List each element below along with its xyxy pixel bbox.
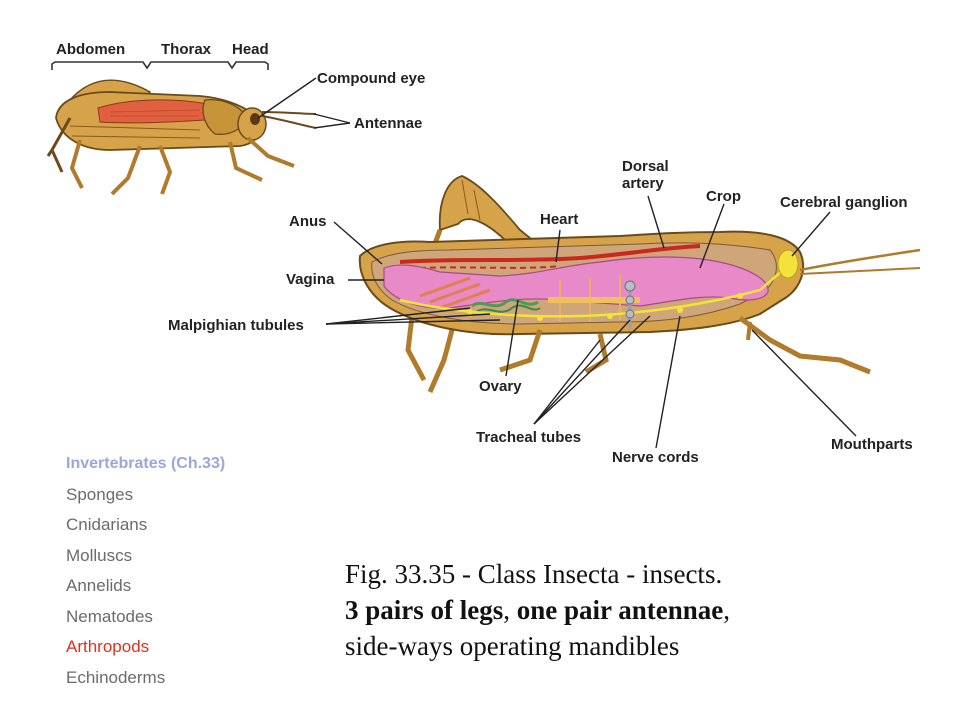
nav-item-echinoderms[interactable]: Echinoderms [66, 667, 166, 687]
nav-item-sponges[interactable]: Sponges [66, 484, 134, 504]
label-dorsal-artery: Dorsal artery [622, 158, 669, 192]
body-region-bracket [51, 61, 269, 70]
label-compound-eye: Compound eye [317, 70, 426, 87]
grasshopper-internal-illustration [358, 175, 921, 394]
dorsal-artery-callout-line [647, 195, 665, 249]
tracheal-callout-line-2 [533, 319, 631, 425]
label-thorax: Thorax [161, 41, 212, 58]
label-malpighian-tubules: Malpighian tubules [168, 317, 304, 334]
caption-antennae: one pair antennae [516, 595, 724, 625]
label-tracheal-tubes: Tracheal tubes [476, 429, 582, 446]
caption-line-3: side-ways operating mandibles [345, 631, 680, 661]
topic-nav-list: Invertebrates (Ch.33) Sponges Cnidarians… [66, 449, 225, 693]
crop-callout-line [699, 203, 725, 269]
label-vagina: Vagina [286, 271, 335, 288]
label-crop: Crop [706, 188, 741, 205]
tracheal-callout-line-1 [533, 339, 601, 425]
nav-item-arthropods[interactable]: Arthropods [66, 637, 150, 656]
mouthparts-callout-line [751, 329, 857, 437]
label-cerebral-ganglion: Cerebral ganglion [780, 194, 908, 211]
grasshopper-external-illustration [46, 61, 317, 196]
label-head: Head [232, 41, 269, 58]
heart-callout-line [555, 229, 561, 263]
malpighian-callout-line-1 [325, 307, 471, 325]
ovary-callout-line [505, 299, 519, 377]
label-abdomen: Abdomen [56, 41, 126, 58]
anus-callout-line [333, 221, 383, 265]
label-mouthparts: Mouthparts [831, 436, 913, 453]
nav-item-nematodes[interactable]: Nematodes [66, 606, 153, 626]
nav-item-cnidarians[interactable]: Cnidarians [66, 515, 148, 534]
caption-legs: 3 pairs of legs [345, 595, 504, 625]
label-anus: Anus [289, 213, 327, 230]
nav-item-annelids[interactable]: Annelids [66, 576, 132, 595]
nav-item-molluscs[interactable]: Molluscs [66, 545, 133, 565]
label-nerve-cords: Nerve cords [612, 449, 699, 466]
nerve-cords-callout-line [655, 315, 681, 449]
figure-caption: Fig. 33.35 - Class Insecta - insects. 3 … [345, 556, 945, 664]
malpighian-callout-line-3 [325, 319, 501, 325]
compound-eye-callout-line [257, 77, 317, 119]
caption-line-1: Fig. 33.35 - Class Insecta - insects. [345, 559, 723, 589]
malpighian-callout-line-2 [325, 313, 491, 325]
label-antennae: Antennae [354, 115, 423, 132]
cerebral-ganglion-callout-line [791, 211, 831, 257]
antennae-callout-line-upper [313, 113, 351, 124]
tracheal-callout-line-3 [533, 315, 651, 425]
antennae-callout-line-lower [313, 122, 351, 129]
nav-heading[interactable]: Invertebrates (Ch.33) [66, 455, 226, 472]
caption-sep: , [503, 595, 517, 625]
label-heart: Heart [540, 211, 579, 228]
label-ovary: Ovary [479, 378, 522, 395]
caption-tail: , [723, 595, 731, 625]
